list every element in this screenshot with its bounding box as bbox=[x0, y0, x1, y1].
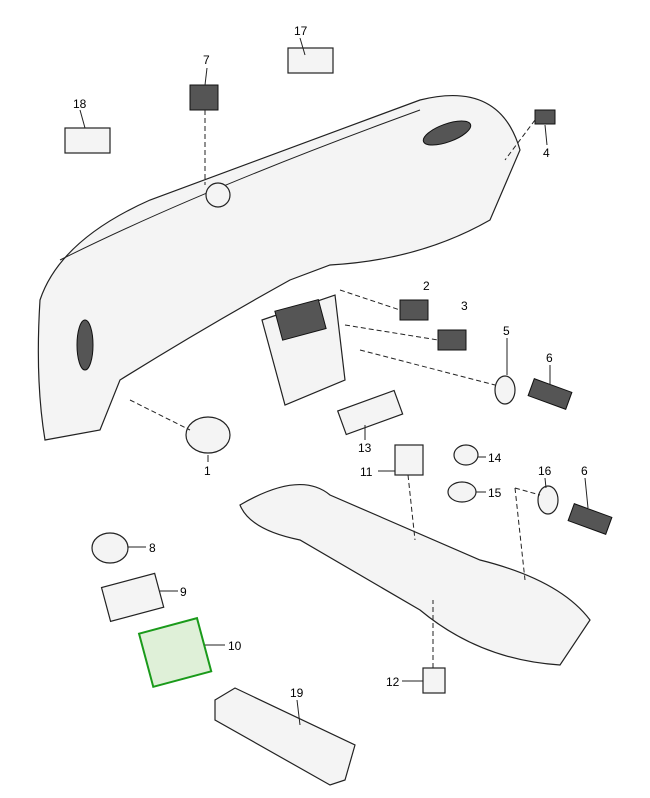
callout-19: 19 bbox=[290, 686, 304, 700]
callout-8: 8 bbox=[149, 541, 156, 555]
part-3 bbox=[437, 329, 467, 351]
part-14 bbox=[453, 444, 479, 466]
callout-13: 13 bbox=[358, 441, 372, 455]
callout-10: 10 bbox=[228, 639, 242, 653]
part-16 bbox=[537, 485, 559, 515]
callout-4: 4 bbox=[543, 146, 550, 160]
dashboard-vent-right bbox=[422, 120, 472, 146]
floor-console bbox=[239, 484, 591, 666]
part-11 bbox=[394, 444, 424, 476]
part-15 bbox=[447, 481, 477, 503]
callout-15: 15 bbox=[488, 486, 502, 500]
callout-9: 9 bbox=[180, 585, 187, 599]
part-13-switch bbox=[336, 389, 404, 436]
callout-6-lower: 6 bbox=[581, 464, 588, 478]
callout-12: 12 bbox=[386, 675, 400, 689]
dashboard-vent-left bbox=[76, 319, 94, 371]
part-1-knob bbox=[185, 416, 231, 454]
part-9 bbox=[100, 572, 165, 623]
part-8 bbox=[91, 532, 129, 564]
callout-11: 11 bbox=[360, 465, 373, 479]
part-6b-lighter bbox=[567, 503, 613, 535]
part-19-switch-panel bbox=[214, 687, 356, 786]
callout-7: 7 bbox=[203, 53, 210, 67]
callout-3: 3 bbox=[461, 299, 468, 313]
part-18 bbox=[64, 127, 111, 154]
callout-2: 2 bbox=[423, 279, 430, 293]
part-12 bbox=[422, 667, 446, 694]
part-5 bbox=[494, 375, 516, 405]
callout-16: 16 bbox=[538, 464, 552, 478]
part-10-highlighted bbox=[137, 616, 213, 689]
speaker bbox=[205, 182, 231, 208]
callout-1: 1 bbox=[204, 464, 211, 478]
part-7 bbox=[189, 84, 219, 111]
part-17 bbox=[287, 47, 334, 74]
callout-18: 18 bbox=[73, 97, 87, 111]
dashboard bbox=[37, 95, 521, 441]
part-6-lighter bbox=[527, 378, 573, 410]
part-2 bbox=[399, 299, 429, 321]
part-4 bbox=[534, 109, 556, 125]
callout-6-upper: 6 bbox=[546, 351, 553, 365]
radio-screen bbox=[274, 298, 327, 341]
callout-17: 17 bbox=[294, 24, 308, 38]
callout-14: 14 bbox=[488, 451, 502, 465]
callout-5: 5 bbox=[503, 324, 510, 338]
